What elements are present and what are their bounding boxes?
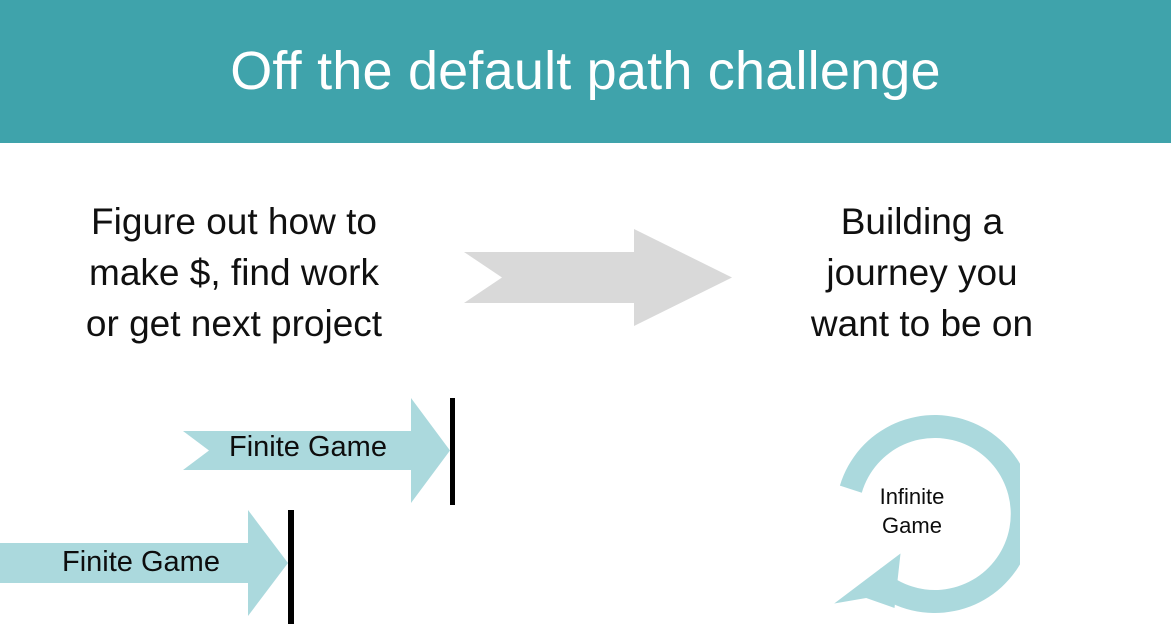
right-arrow-icon [0,510,294,624]
circular-arrow-icon [834,415,1034,614]
finite-game-label-1: Finite Game [229,431,387,463]
infinite-game-label-line-2: Game [882,513,942,539]
right-arrow-icon [464,229,732,326]
left-concept-text: Figure out how to make $, find work or g… [28,196,440,349]
finite-game-row-1: Finite Game [183,398,455,508]
right-concept-text: Building a journey you want to be on [762,196,1082,349]
left-concept-line-3: or get next project [85,303,383,345]
right-arrow-icon [183,398,455,505]
left-concept-line-1: Figure out how to [91,201,377,242]
right-concept-line-3: want to be on [810,303,1034,345]
finite-game-end-divider [450,398,455,505]
left-concept-line-2: make $, find work [89,252,379,294]
right-concept-line-1: Building a [840,201,1004,242]
finite-game-row-2: Finite Game [0,510,296,624]
infinite-game-cycle: Infinite Game [804,410,1034,624]
page-title: Off the default path challenge [230,41,941,102]
transition-arrow [464,229,732,326]
infinite-game-label-line-1: Infinite [879,484,945,509]
right-concept-line-2: journey you [826,252,1018,294]
infinite-game-label: Infinite Game [804,482,1020,541]
finite-game-end-divider [288,510,294,624]
title-banner: Off the default path challenge [0,0,1171,143]
finite-game-label-2: Finite Game [62,546,220,578]
